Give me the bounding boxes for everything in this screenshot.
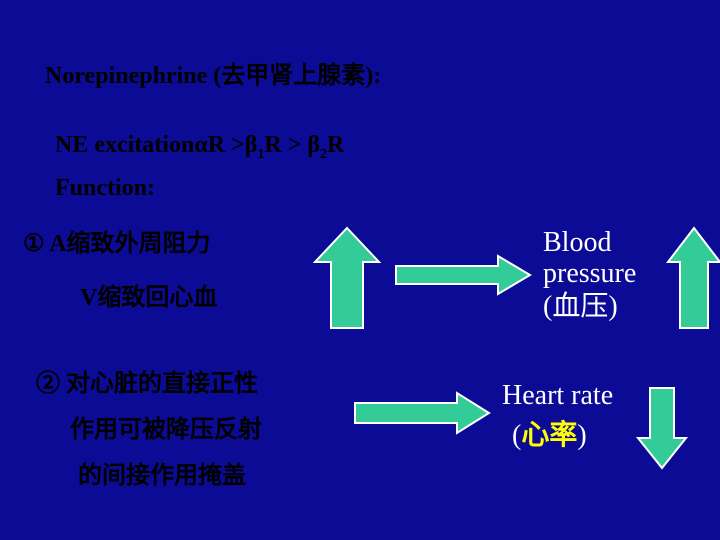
arrow-right-icon xyxy=(395,254,532,296)
item1-line2: V缩致回心血 xyxy=(80,285,218,311)
item2-line3: 的间接作用掩盖 xyxy=(78,463,246,489)
blood-pressure-line2: pressure xyxy=(543,258,637,289)
ne-line-sub2: 2 xyxy=(320,146,328,162)
ne-receptor-line: NE excitationαR >β1R > β2R xyxy=(55,128,344,172)
ne-line-sub1: 1 xyxy=(257,146,265,162)
heart-rate-close-paren: ) xyxy=(577,420,587,451)
blood-pressure-line1: Blood xyxy=(543,227,612,258)
heart-rate-line1: Heart rate xyxy=(502,380,614,411)
arrow-up-icon xyxy=(665,226,720,329)
blood-pressure-line3: (血压) xyxy=(543,291,618,322)
ne-line-mid: R > β xyxy=(264,132,321,158)
ne-line-suffix: R xyxy=(327,132,345,158)
item1-line1: ① A缩致外周阻力 xyxy=(23,231,211,257)
function-label: Function: xyxy=(55,175,156,201)
item2-line1: ② 对心脏的直接正性 xyxy=(36,371,258,397)
slide-title: Norepinephrine (去甲肾上腺素): xyxy=(45,63,382,89)
arrow-down-icon xyxy=(635,387,689,470)
arrow-up-icon xyxy=(312,226,382,329)
item2-line2: 作用可被降压反射 xyxy=(70,417,262,443)
heart-rate-open-paren: ( xyxy=(512,420,522,451)
arrow-right-icon xyxy=(354,391,491,435)
heart-rate-line2: (心率) xyxy=(512,419,587,453)
ne-line-prefix: NE excitationαR >β xyxy=(55,132,258,158)
heart-rate-cn: 心率 xyxy=(521,420,578,451)
